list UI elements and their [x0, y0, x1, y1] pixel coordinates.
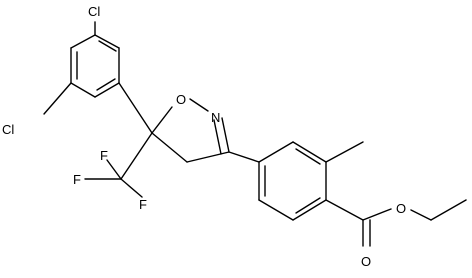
c3-aryl-bond	[228, 151, 260, 163]
ethyl-ester-group	[325, 199, 467, 247]
benzoate-ring	[258, 141, 327, 221]
cl-left-bond	[43, 82, 72, 115]
atom-f-1: F	[100, 148, 108, 163]
atom-ring-n: N	[211, 110, 220, 125]
aryl-c5-bond	[118, 82, 153, 134]
methyl-bond	[325, 141, 364, 163]
atom-cl-left: Cl	[2, 122, 14, 137]
isoxazoline-ring	[151, 98, 230, 163]
atom-carbonyl-o: O	[361, 254, 371, 269]
atom-cl-top: Cl	[88, 4, 100, 19]
atom-f-3: F	[139, 197, 147, 212]
dichlorophenyl-ring	[70, 34, 120, 98]
atom-f-2: F	[73, 172, 81, 187]
atom-ring-o: O	[176, 92, 186, 107]
trifluoromethyl-group	[84, 132, 153, 198]
atom-ester-o: O	[396, 201, 406, 216]
